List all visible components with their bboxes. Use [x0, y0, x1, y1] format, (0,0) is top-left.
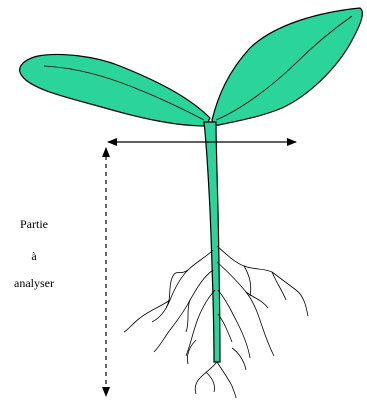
label-line-3: analyser	[0, 276, 69, 290]
right-cotyledon	[212, 8, 362, 126]
label-line-2: à	[0, 249, 69, 263]
label-line-1: Partie	[0, 217, 69, 231]
stem	[204, 122, 220, 362]
left-cotyledon	[20, 54, 210, 126]
